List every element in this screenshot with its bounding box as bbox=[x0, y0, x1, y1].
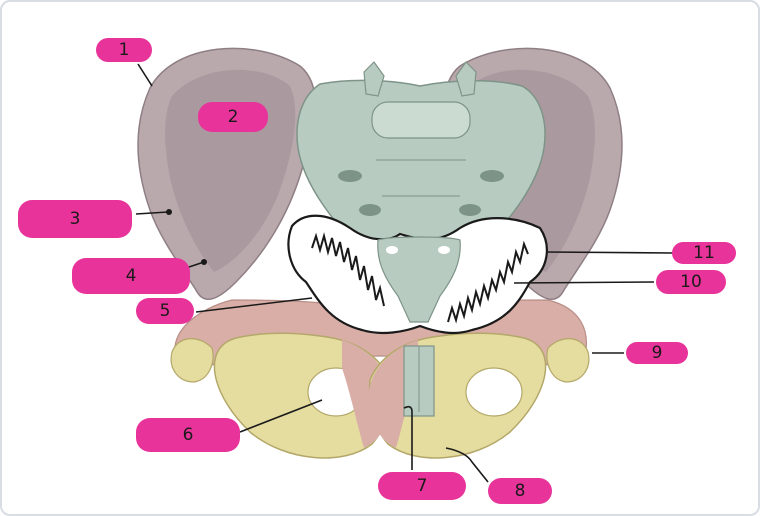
label-1: 1 bbox=[96, 38, 152, 62]
leader-lines bbox=[135, 63, 673, 483]
sacral-foramen bbox=[359, 204, 381, 216]
leader-5 bbox=[195, 297, 313, 313]
right-ligament-zigzag bbox=[447, 240, 529, 324]
leader-3 bbox=[135, 211, 169, 215]
label-2-text: 2 bbox=[227, 107, 239, 127]
label-3-text: 3 bbox=[69, 209, 81, 229]
label-6-text: 6 bbox=[182, 425, 194, 445]
label-4: 4 bbox=[72, 258, 190, 294]
leader-1 bbox=[137, 63, 153, 87]
label-10-text: 10 bbox=[680, 272, 702, 292]
label-7: 7 bbox=[378, 472, 466, 500]
leader-10 bbox=[513, 281, 655, 284]
label-7-text: 7 bbox=[416, 476, 428, 496]
sacral-foramen bbox=[480, 170, 504, 182]
sacral-foramen bbox=[459, 204, 481, 216]
label-10: 10 bbox=[656, 270, 726, 294]
right-acetabulum bbox=[546, 338, 590, 383]
sacral-foramen bbox=[338, 170, 362, 182]
right-obturator-foramen bbox=[465, 367, 523, 417]
label-5: 5 bbox=[136, 298, 194, 324]
label-9: 9 bbox=[626, 342, 688, 364]
label-9-text: 9 bbox=[651, 343, 663, 363]
label-3: 3 bbox=[18, 200, 132, 238]
leader-8 bbox=[445, 447, 489, 483]
sacral-foramen bbox=[438, 246, 450, 254]
sacral-foramen bbox=[386, 246, 398, 254]
label-8: 8 bbox=[488, 478, 552, 504]
leader-11 bbox=[545, 251, 673, 254]
coccyx bbox=[377, 236, 461, 323]
label-8-text: 8 bbox=[514, 481, 526, 501]
label-1-text: 1 bbox=[118, 40, 130, 60]
label-2: 2 bbox=[198, 102, 268, 132]
sacral-base bbox=[371, 101, 471, 139]
left-sacral-process bbox=[363, 61, 385, 97]
leader-dot-4 bbox=[201, 259, 207, 265]
left-ligament-zigzag bbox=[311, 232, 385, 307]
leader-dot-3 bbox=[166, 209, 172, 215]
right-sacral-process bbox=[455, 61, 477, 97]
label-11: 11 bbox=[672, 242, 736, 264]
label-11-text: 11 bbox=[693, 243, 715, 263]
leader-6 bbox=[239, 399, 323, 433]
label-6: 6 bbox=[136, 418, 240, 452]
leader-7 bbox=[403, 405, 413, 470]
left-acetabulum bbox=[170, 338, 214, 383]
label-5-text: 5 bbox=[159, 301, 171, 321]
label-4-text: 4 bbox=[125, 266, 137, 286]
